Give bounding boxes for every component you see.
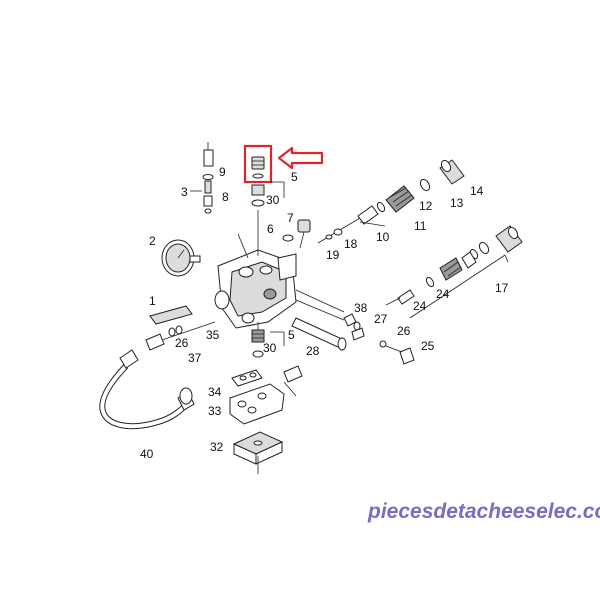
label-5-top: 5 [291, 170, 298, 184]
label-7: 7 [287, 211, 294, 225]
plug-part-7 [297, 219, 311, 249]
oring-part-6 [282, 234, 294, 242]
label-24-right: 24 [436, 287, 450, 301]
oring-part-11 [376, 201, 386, 213]
spring-part-5-top [251, 181, 285, 232]
label-17: 17 [495, 281, 509, 295]
spring-part-35 [251, 322, 285, 358]
label-8: 8 [222, 190, 229, 204]
label-26-right: 26 [397, 324, 411, 338]
pressure-gauge-part-2 [161, 239, 201, 277]
highlighted-filter-part [243, 144, 273, 184]
label-27: 27 [374, 312, 388, 326]
label-12: 12 [419, 199, 433, 213]
watermark-text: piecesdetacheeselec.com [367, 500, 600, 523]
label-1: 1 [149, 294, 156, 308]
label-6: 6 [267, 222, 274, 236]
label-18: 18 [344, 237, 358, 251]
spring-part-12 [385, 185, 415, 213]
oring-part-13 [419, 178, 431, 192]
cap-part-14 [439, 159, 465, 185]
gasket-part-34 [231, 369, 263, 387]
rod-part-28 [291, 317, 347, 351]
manifold-part-33 [229, 365, 303, 425]
label-30-bottom: 30 [263, 341, 277, 355]
label-3: 3 [181, 185, 188, 199]
oring-part-26-right [379, 340, 387, 348]
label-38: 38 [354, 301, 368, 315]
label-25: 25 [421, 339, 435, 353]
label-19: 19 [326, 248, 340, 262]
label-5-bottom: 5 [288, 328, 295, 342]
hose-part-40 [99, 349, 195, 430]
label-40: 40 [140, 447, 154, 461]
arrow-left-icon [277, 146, 324, 170]
label-2: 2 [149, 234, 156, 248]
label-30-top: 30 [266, 193, 280, 207]
label-34: 34 [208, 385, 222, 399]
label-37: 37 [188, 351, 202, 365]
spring-part-24 [425, 257, 463, 288]
label-11: 11 [414, 219, 427, 233]
label-32: 32 [210, 440, 224, 454]
label-plate-part-1 [149, 305, 193, 325]
plug-part-25 [385, 345, 415, 365]
label-24-left: 24 [413, 299, 427, 313]
label-9: 9 [219, 165, 226, 179]
valve-part-24 [385, 289, 415, 306]
label-10: 10 [376, 230, 390, 244]
label-26-left: 26 [175, 336, 189, 350]
label-13: 13 [450, 196, 464, 210]
label-35: 35 [206, 328, 220, 342]
oring-part-27 [351, 321, 365, 341]
valve-stem-part-9 [202, 142, 214, 214]
pump-housing [214, 232, 297, 329]
bracket-part-32 [232, 431, 284, 474]
label-14: 14 [470, 184, 484, 198]
label-33: 33 [208, 404, 222, 418]
cap-part-17 [461, 225, 523, 269]
piston-part-10 [317, 205, 379, 244]
connector-part-37 [145, 321, 216, 351]
label-28: 28 [306, 344, 320, 358]
